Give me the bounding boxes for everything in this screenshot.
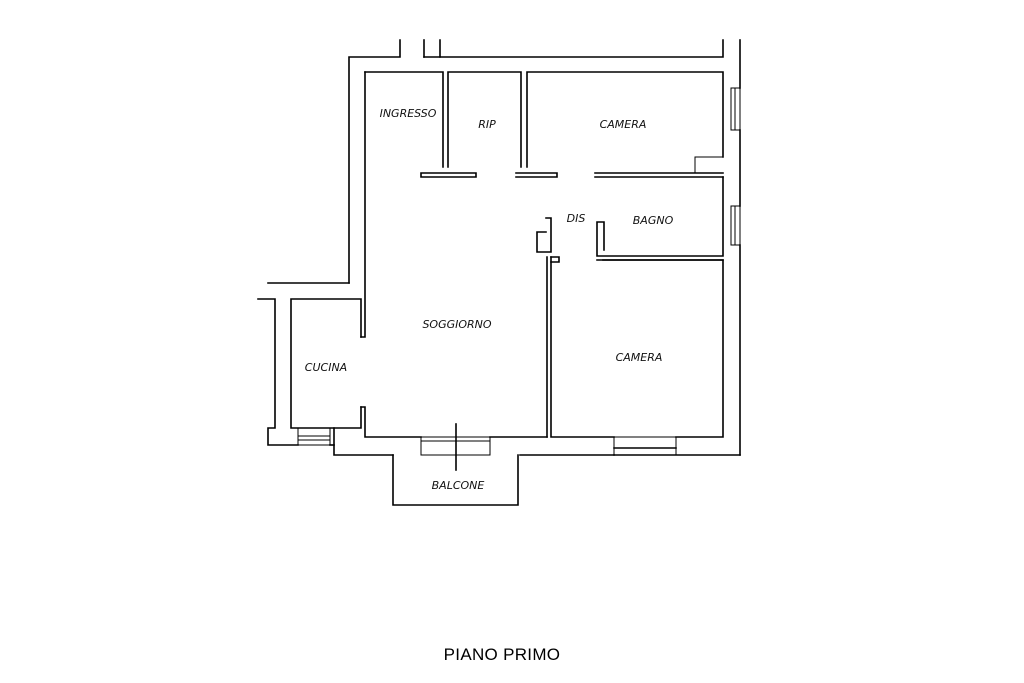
room-label-ingresso: INGRESSO [380, 107, 437, 120]
outer-walls [257, 39, 741, 456]
floor-title: PIANO PRIMO [443, 645, 561, 664]
balcony-outline [392, 454, 519, 506]
room-label-rip: RIP [478, 118, 496, 131]
room-label-camera-top: CAMERA [600, 118, 647, 131]
windows [297, 87, 741, 471]
room-label-bagno: BAGNO [633, 214, 674, 227]
room-label-soggiorno: SOGGIORNO [422, 318, 491, 331]
room-label-camera-bottom: CAMERA [616, 351, 663, 364]
room-label-dis: DIS [567, 212, 586, 225]
room-label-cucina: CUCINA [305, 361, 347, 374]
interior-walls [290, 71, 724, 438]
room-label-balcone: BALCONE [432, 479, 485, 492]
